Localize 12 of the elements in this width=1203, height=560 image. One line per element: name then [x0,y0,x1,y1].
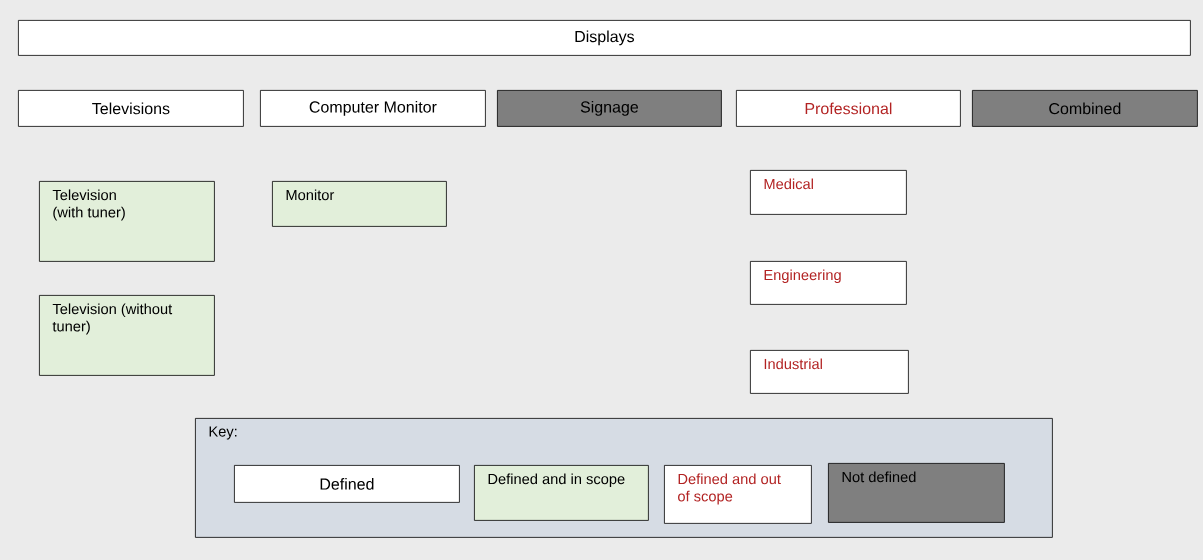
item-box: Industrial [750,350,909,394]
item-box: Television (with tuner) [39,181,215,262]
item-box: Television (without tuner) [39,295,215,376]
category-box: Computer Monitor [260,90,486,127]
category-box: Televisions [18,90,244,127]
category-box: Signage [497,90,722,127]
category-box: Professional [736,90,961,127]
heading-box: Displays [18,20,1191,56]
item-box: Medical [750,170,907,215]
item-box: Engineering [750,261,907,305]
category-box: Combined [972,90,1198,127]
item-box: Monitor [272,181,447,227]
